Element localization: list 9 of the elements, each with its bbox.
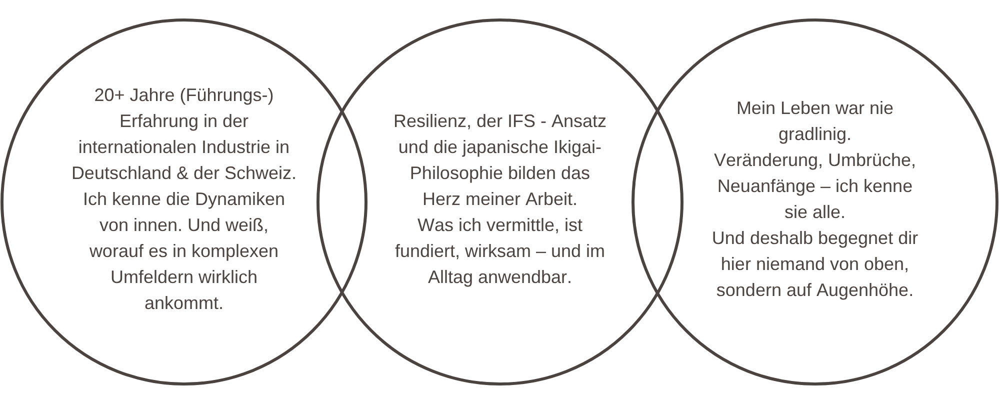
venn-circle [316,18,684,386]
paragraph-text: Was ich vermittle, ist fundiert, wirksam – und im Alltag anwendbar. [394,214,606,289]
paragraph-text: 20+ Jahre (Führungs-) Erfahrung in der internationalen Industrie in Deutschland & der Schweiz. Ich kenne die Dynamiken von innen. Und weiß, worauf es in komplexen Umfeldern wirklich ankommt. [70,84,298,315]
venn-circle [631,18,999,386]
paragraph-text: Mein Leben war nie gradlinig. [735,97,895,146]
paragraph-text: Resilienz, der IFS - Ansatz und die japanische Ikigai-Philosophie bilden das Herz meiner Arbeit. [392,110,608,211]
paragraph-text: Und deshalb begegnet dir hier niemand von oben, sondern auf Augenhöhe. [710,227,920,302]
venn-circle [0,18,368,386]
paragraph-text: Veränderung, Umbrüche, Neuanfänge – ich kenne sie alle. [712,149,918,224]
